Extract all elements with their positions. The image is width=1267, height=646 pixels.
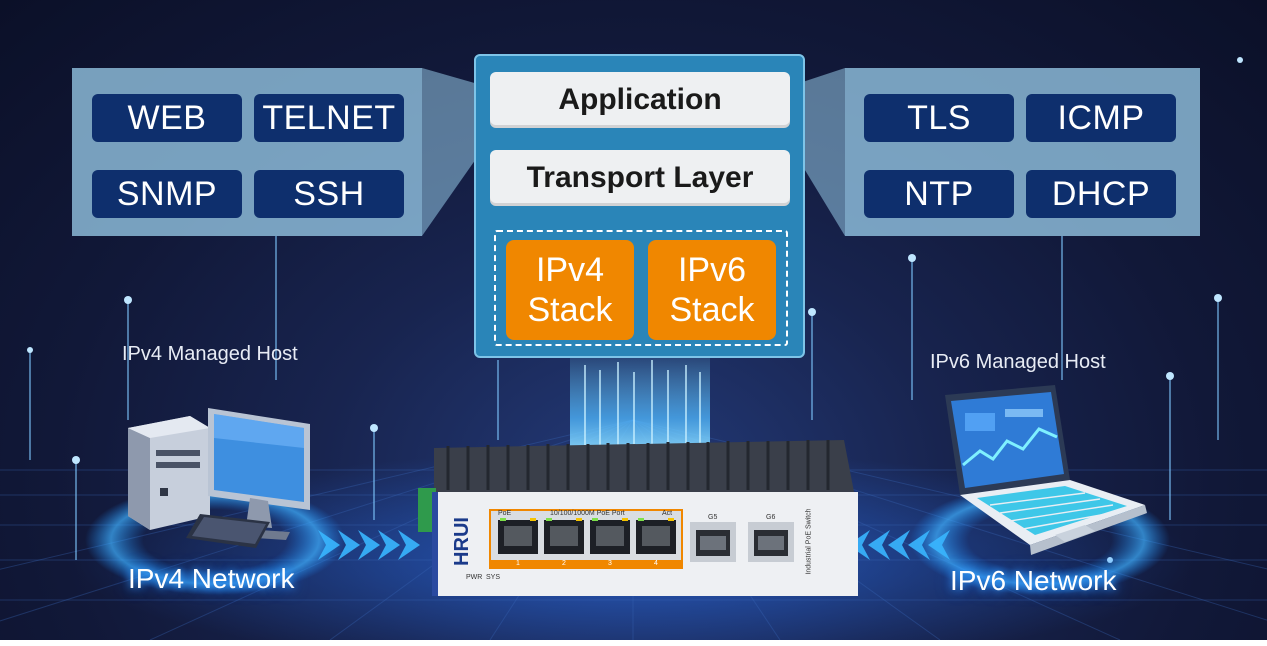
protocol-ssh: SSH (254, 170, 404, 218)
ipv4-stack: IPv4 Stack (506, 240, 634, 340)
protocol-web: WEB (92, 94, 242, 142)
port-number-4: 4 (654, 560, 658, 567)
switch-body (418, 440, 858, 596)
protocol-icmp: ICMP (1026, 94, 1176, 142)
protocol-stack-panel: Application Transport Layer IPv4 Stack I… (474, 54, 805, 358)
application-layer: Application (490, 72, 790, 128)
port-number-1: 1 (516, 560, 520, 567)
port-number-2: 2 (562, 560, 566, 567)
ipv4-network-label: IPv4 Network (128, 563, 295, 594)
protocol-telnet: TELNET (254, 94, 404, 142)
pwr-led-label: PWR (466, 574, 483, 581)
ipv6-stack-line1: IPv6 (677, 251, 747, 289)
protocol-tls: TLS (864, 94, 1014, 142)
ipv6-host-label: IPv6 Managed Host (930, 351, 1106, 373)
protocol-snmp: SNMP (92, 170, 242, 218)
desktop-computer-icon (128, 408, 310, 548)
sys-led-label: SYS (486, 574, 501, 581)
poe-label: PoE (498, 510, 512, 517)
laptop-icon (945, 385, 1147, 555)
ipv6-stack: IPv6 Stack (648, 240, 776, 340)
protocol-ntp: NTP (864, 170, 1014, 218)
ipv6-network-label: IPv6 Network (950, 565, 1117, 596)
transport-layer: Transport Layer (490, 150, 790, 206)
ipv6-stack-line2: Stack (669, 291, 755, 329)
ipv4-stack-line1: IPv4 (535, 251, 605, 289)
ip-stack-group: IPv4 Stack IPv6 Stack (494, 230, 788, 346)
brand-logo: HRUI (450, 517, 473, 566)
poe-switch: HRUI PoE 10/100/1000M PoE Port Act 1 2 3… (418, 430, 858, 605)
right-protocol-panel: TLS ICMP NTP DHCP (845, 68, 1200, 236)
ipv4-stack-line2: Stack (527, 291, 613, 329)
side-model-label: Industrial PoE Switch (805, 508, 813, 575)
act-label: Act (662, 510, 673, 517)
sfp-label-g6: G6 (766, 514, 776, 521)
protocol-dhcp: DHCP (1026, 170, 1176, 218)
sfp-label-g5: G5 (708, 514, 718, 521)
ipv4-host-label: IPv4 Managed Host (122, 343, 298, 365)
left-protocol-panel: WEB TELNET SNMP SSH (72, 68, 422, 236)
port-type-label: 10/100/1000M PoE Port (550, 510, 625, 517)
port-number-3: 3 (608, 560, 612, 567)
